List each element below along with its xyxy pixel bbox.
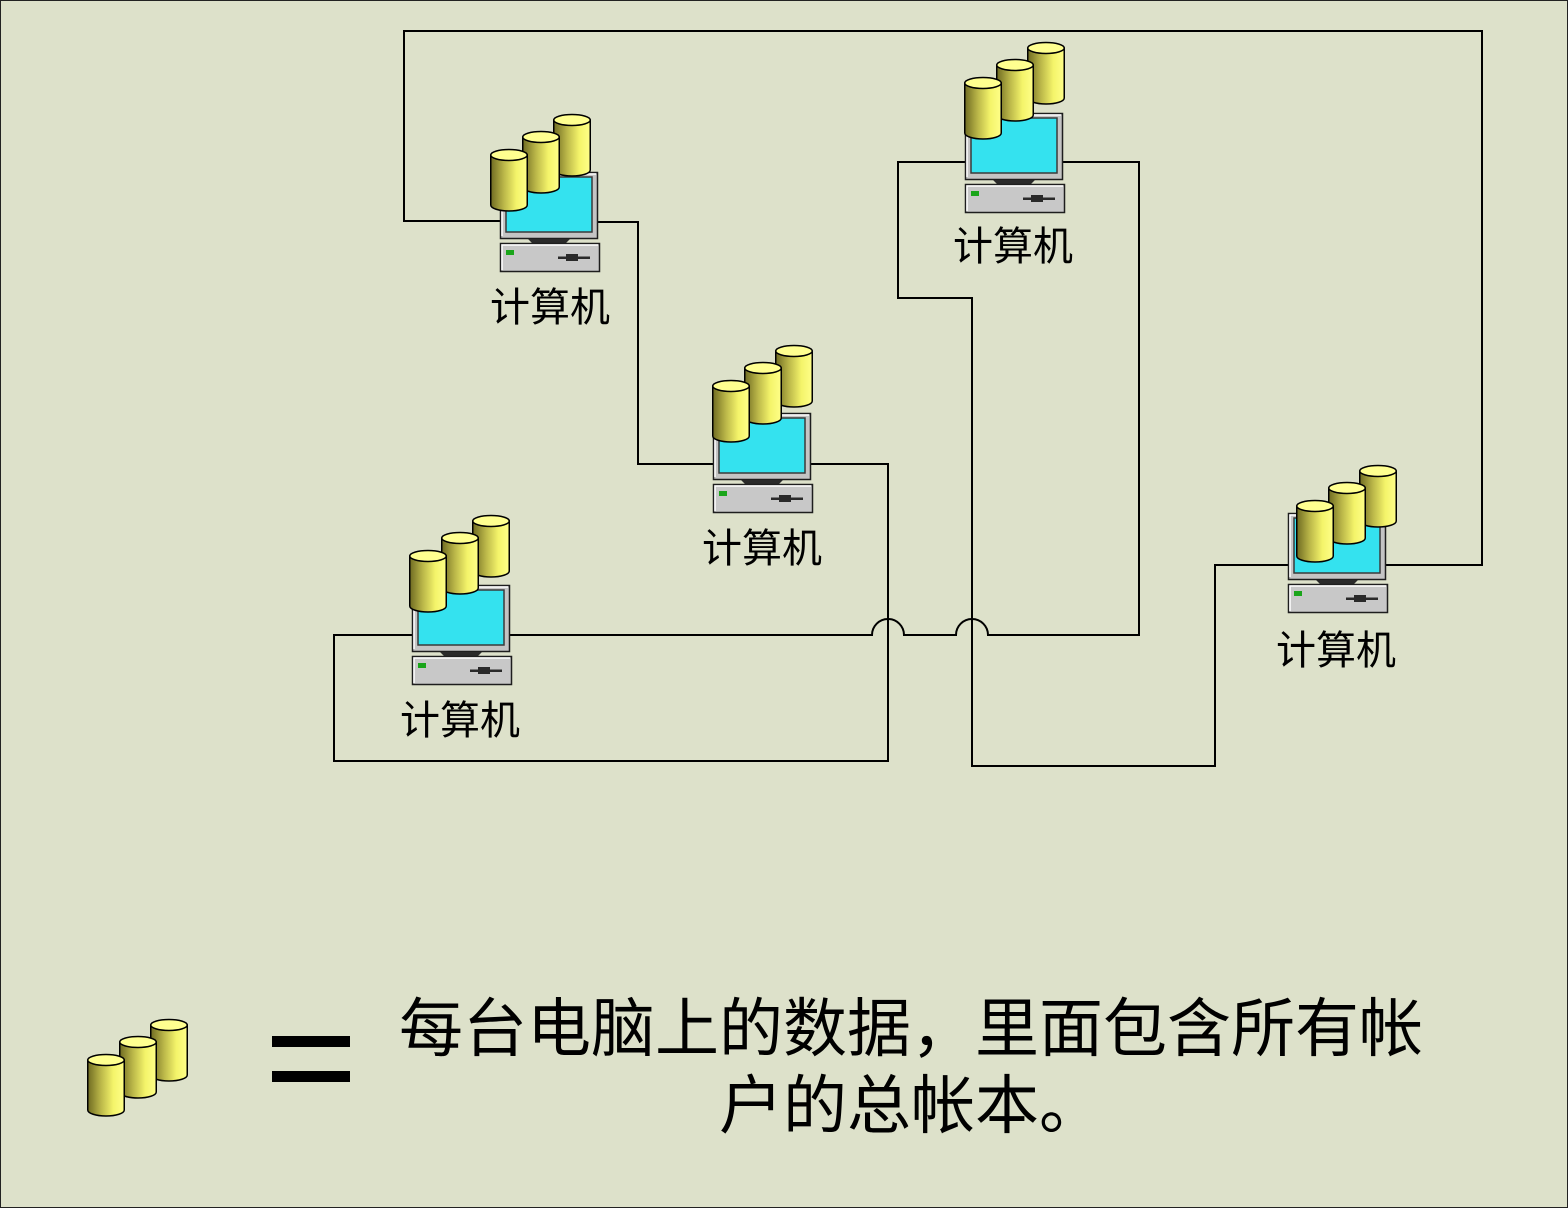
equals-icon: [272, 1036, 350, 1082]
computer-node: 计算机: [1276, 466, 1396, 674]
network-link: [598, 221, 713, 465]
computer-label: 计算机: [1276, 628, 1396, 674]
legend-caption-line1: 每台电脑上的数据，里面包含所有帐: [399, 993, 1423, 1067]
network-link: [333, 463, 889, 762]
computer-label: 计算机: [702, 526, 822, 572]
computer-node: 计算机: [490, 115, 610, 331]
legend-caption-line2: 户的总帐本。: [719, 1070, 1103, 1144]
computer-label: 计算机: [400, 698, 520, 744]
database-icon: [88, 1020, 188, 1117]
computer-label: 计算机: [953, 224, 1073, 270]
network-link: [508, 161, 1140, 636]
legend: 每台电脑上的数据，里面包含所有帐 户的总帐本。: [88, 993, 1423, 1144]
computer-node: 计算机: [702, 346, 822, 572]
computer-label: 计算机: [490, 285, 610, 331]
equals-bar-bottom: [272, 1071, 350, 1082]
network-links: [333, 30, 1483, 767]
equals-bar-top: [272, 1036, 350, 1047]
computer-node: 计算机: [953, 43, 1073, 270]
network-link: [897, 161, 1288, 767]
network-link: [403, 30, 1483, 566]
computer-node: 计算机: [400, 516, 520, 744]
